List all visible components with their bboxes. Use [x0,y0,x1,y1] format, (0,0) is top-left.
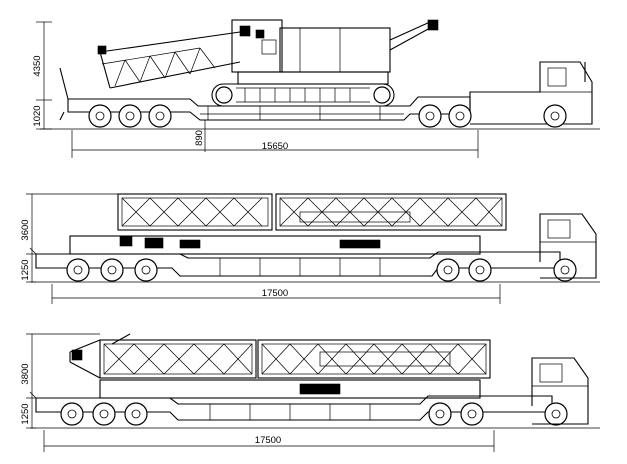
dim-height-deck-3: 1250 [20,403,31,424]
view-3-dimensions: 3800 1250 17500 [20,333,495,452]
dim-height-deck-2: 1250 [20,259,31,280]
dim-height-upper-1: 4350 [32,55,43,76]
boom-section-right-3 [257,339,491,379]
tractor-cab-2 [539,213,597,279]
trailer-wheels-3 [60,402,568,426]
crane-upper-body [231,19,439,85]
tractor-cab-1 [418,61,593,128]
view-2-boom-transport: 3600 1250 17500 [20,193,600,304]
boom-section-left-2 [117,193,273,231]
trailer-wheels-2 [66,258,577,282]
view-1-crawler-crane: 4350 1020 890 15650 [32,19,600,158]
view-3-boom-transport: 3800 1250 17500 [20,333,600,452]
dim-length-3: 17500 [255,435,281,446]
boom-section-left-3 [69,333,257,379]
dim-height-deck-1: 1020 [32,105,43,126]
dim-length-1: 15650 [262,141,288,152]
dim-height-upper-2: 3600 [20,219,31,240]
boom-section-right-2 [275,193,507,231]
dim-height-upper-3: 3800 [20,363,31,384]
dim-length-2: 17500 [262,288,288,299]
view-1-dimensions: 4350 1020 890 15650 [32,21,479,158]
lattice-boom [97,31,241,89]
crawler-track [211,83,395,107]
dim-deck-drop-1: 890 [194,130,205,146]
tractor-cab-3 [531,357,589,425]
trailer-wheels [88,104,172,128]
view-2-dimensions: 3600 1250 17500 [20,193,501,304]
